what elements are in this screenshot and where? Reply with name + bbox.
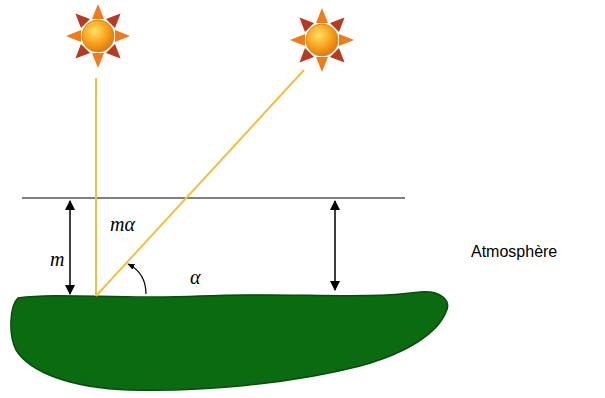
atmosphere-label: Atmosphère (471, 243, 557, 261)
angle-label: α (190, 266, 201, 289)
height-label: m (50, 248, 64, 271)
slant-path-label: mα (110, 213, 135, 236)
